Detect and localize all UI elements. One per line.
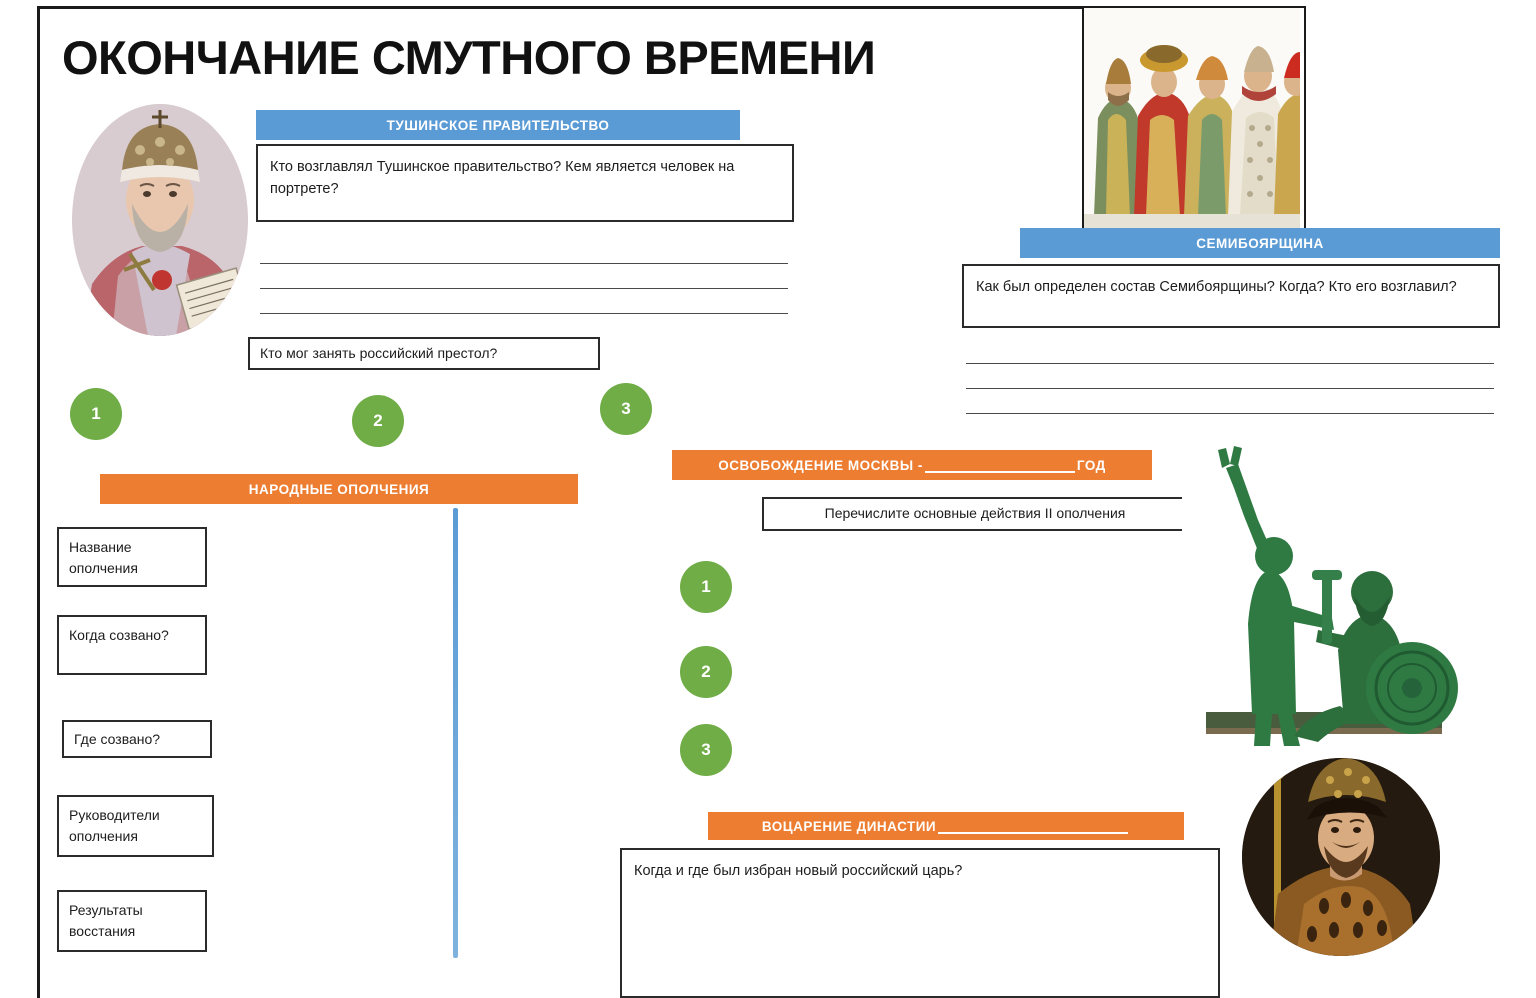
militia-row-results: Результаты восстания bbox=[57, 890, 207, 952]
liberation-step-circle-1[interactable]: 1 bbox=[680, 561, 732, 613]
semiboyarshchina-answer-line-2[interactable] bbox=[966, 388, 1494, 389]
patriarch-portrait-image bbox=[72, 104, 248, 336]
throne-question-box: Кто мог занять российский престол? bbox=[248, 337, 600, 370]
militias-connector-line bbox=[453, 508, 458, 958]
militia-row-when: Когда созвано? bbox=[57, 615, 207, 675]
throne-choice-circle-2[interactable]: 2 bbox=[352, 395, 404, 447]
tushino-question-box: Кто возглавлял Тушинское правительство? … bbox=[256, 144, 794, 222]
dynasty-header: ВОЦАРЕНИЕ ДИНАСТИИ bbox=[708, 812, 1184, 840]
throne-choice-circle-1[interactable]: 1 bbox=[70, 388, 122, 440]
tushino-answer-line-1[interactable] bbox=[260, 263, 788, 264]
liberation-question-box: Перечислите основные действия II ополчен… bbox=[762, 497, 1188, 531]
militias-header: НАРОДНЫЕ ОПОЛЧЕНИЯ bbox=[100, 474, 578, 504]
tsar-mikhail-romanov-portrait-image bbox=[1242, 758, 1440, 956]
dynasty-name-blank[interactable] bbox=[938, 819, 1129, 834]
tushino-header: ТУШИНСКОЕ ПРАВИТЕЛЬСТВО bbox=[256, 110, 740, 140]
semiboyarshchina-header: СЕМИБОЯРЩИНА bbox=[1020, 228, 1500, 258]
militia-row-where: Где созвано? bbox=[62, 720, 212, 758]
liberation-header-suffix: ГОД bbox=[1076, 457, 1106, 473]
page-title: ОКОНЧАНИЕ СМУТНОГО ВРЕМЕНИ bbox=[62, 31, 876, 84]
liberation-year-blank[interactable] bbox=[924, 458, 1075, 473]
tushino-answer-line-3[interactable] bbox=[260, 313, 788, 314]
dynasty-question-box: Когда и где был избран новый российский … bbox=[620, 848, 1220, 998]
minin-pozharsky-monument-image bbox=[1182, 424, 1470, 750]
throne-choice-circle-3[interactable]: 3 bbox=[600, 383, 652, 435]
militia-row-leaders: Руководители ополчения bbox=[57, 795, 214, 857]
semiboyarshchina-answer-line-1[interactable] bbox=[966, 363, 1494, 364]
liberation-header: ОСВОБОЖДЕНИЕ МОСКВЫ - ГОД bbox=[672, 450, 1152, 480]
militia-row-name: Название ополчения bbox=[57, 527, 207, 587]
page-frame-top-rule bbox=[37, 6, 1302, 9]
tushino-answer-line-2[interactable] bbox=[260, 288, 788, 289]
seven-boyars-illustration bbox=[1082, 6, 1306, 234]
page-frame-left-rule bbox=[37, 6, 40, 998]
liberation-header-prefix: ОСВОБОЖДЕНИЕ МОСКВЫ - bbox=[718, 457, 923, 473]
semiboyarshchina-answer-line-3[interactable] bbox=[966, 413, 1494, 414]
liberation-step-circle-3[interactable]: 3 bbox=[680, 724, 732, 776]
liberation-step-circle-2[interactable]: 2 bbox=[680, 646, 732, 698]
semiboyarshchina-question-box: Как был определен состав Семибоярщины? К… bbox=[962, 264, 1500, 328]
dynasty-header-label: ВОЦАРЕНИЕ ДИНАСТИИ bbox=[761, 818, 937, 834]
